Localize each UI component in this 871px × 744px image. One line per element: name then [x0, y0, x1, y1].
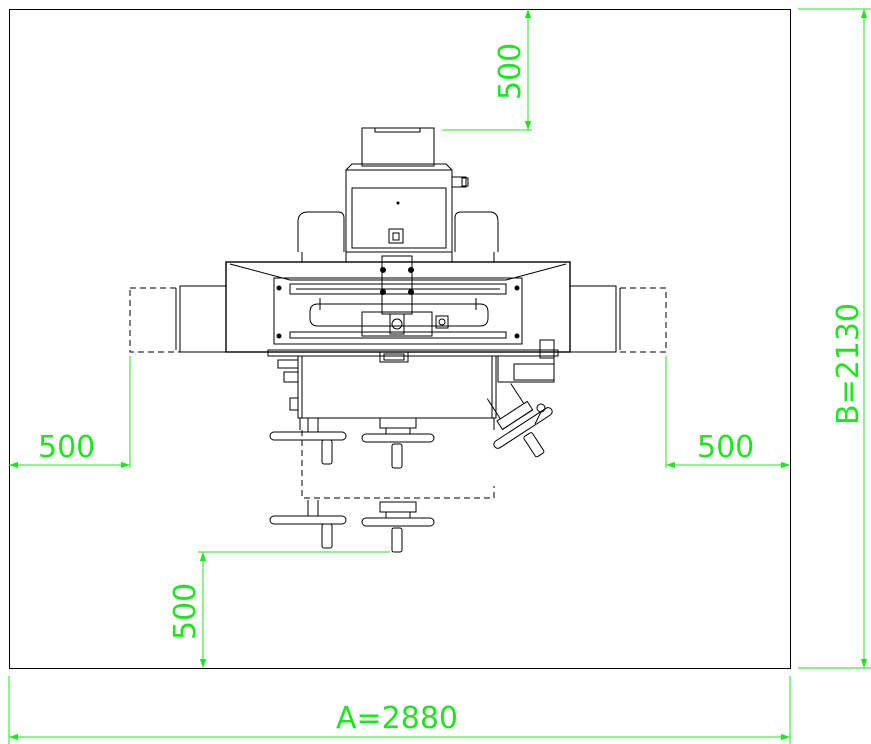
travel-envelope — [129, 287, 667, 499]
dimension-lines — [8, 8, 871, 744]
clearance-left-label: 500 — [38, 430, 95, 465]
machine-outline — [175, 127, 621, 469]
clearance-bottom-label: 500 — [168, 583, 203, 640]
overall-width-label: A=2880 — [336, 701, 458, 736]
clearance-right-label: 500 — [697, 430, 754, 465]
handwheel-alt-position — [269, 500, 435, 553]
clearance-top-label: 500 — [493, 43, 528, 100]
overall-height-label: B=2130 — [831, 303, 866, 425]
footprint-boundary — [9, 9, 791, 669]
